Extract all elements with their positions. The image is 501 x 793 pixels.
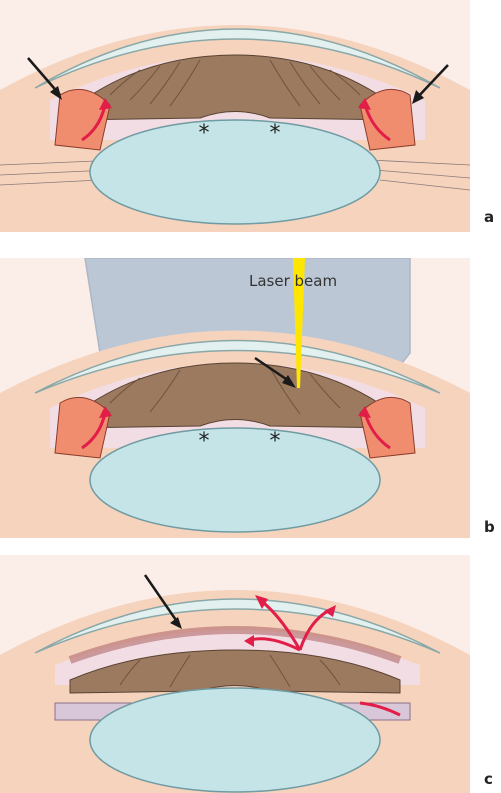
marker-left: * <box>199 429 210 454</box>
panel-a: * * a <box>0 0 501 232</box>
eye-diagram-a: * * <box>0 0 501 232</box>
panel-label-b: b <box>484 518 495 536</box>
marker-left: * <box>199 121 210 146</box>
eye-diagram-c <box>0 555 501 793</box>
panel-c: c <box>0 555 501 793</box>
panel-label-c: c <box>484 770 493 788</box>
panel-label-a: a <box>484 208 494 226</box>
marker-right: * <box>270 429 281 454</box>
panel-b: * * Laser beam b <box>0 258 501 538</box>
marker-right: * <box>270 121 281 146</box>
eye-diagram-b: * * <box>0 258 501 538</box>
laser-beam-label: Laser beam <box>249 272 337 290</box>
